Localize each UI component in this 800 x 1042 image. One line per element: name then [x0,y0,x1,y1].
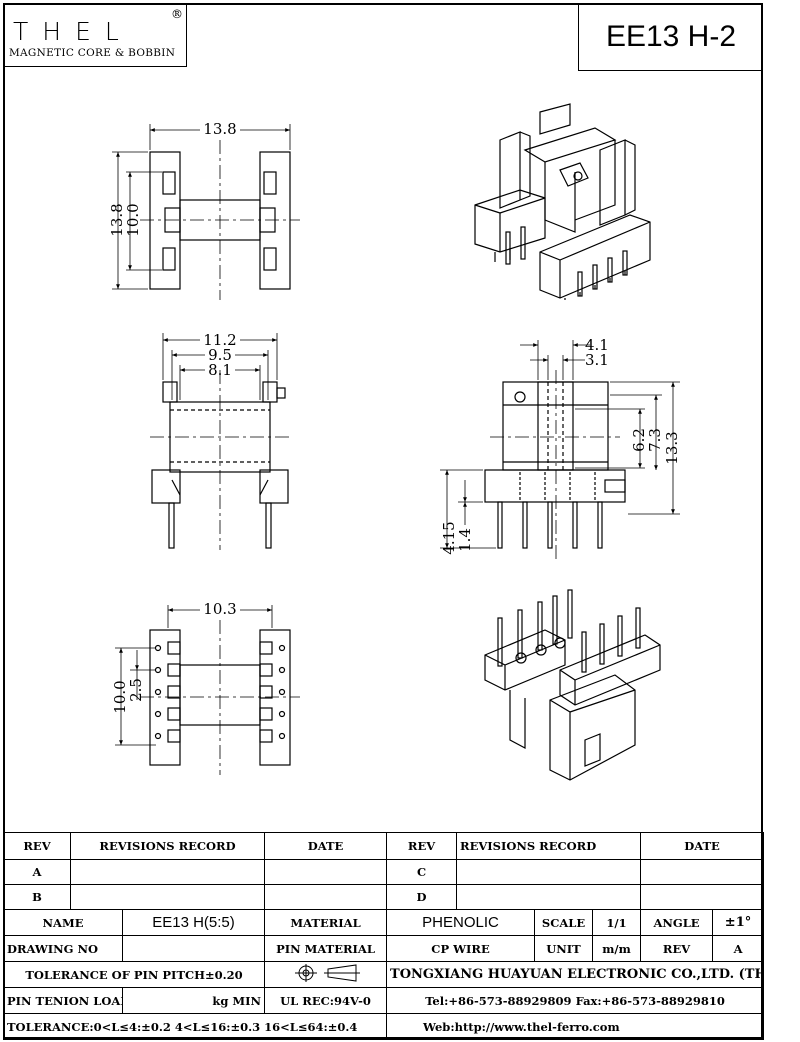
dim-side-h1: 6.2 [630,428,648,452]
rev-b: B [3,884,71,910]
rev-c: C [386,859,458,885]
side-view [440,340,680,560]
date-header-left: DATE [264,832,388,860]
angle-value: ±1° [712,909,765,936]
logo-block: THEL ® MAGNETIC CORE & BOBBIN [3,3,187,67]
dim-bottom-height: 10.0 [111,680,129,713]
dim-bottom-width: 10.3 [203,600,236,618]
registered-mark: ® [171,7,183,21]
projection-icon [294,964,360,982]
pin-tension-unit: kg MIN [121,987,266,1014]
dim-side-h3: 13.3 [663,431,681,464]
pin-tension-label: PIN TENION LOAD [3,987,123,1014]
company-tel: Tel:+86-573-88929809 Fax:+86-573-8892981… [386,987,765,1014]
drawing-no-label: DRAWING NO [3,935,123,962]
date-b [264,884,388,910]
title-block: REV REVISIONS RECORD DATE REV REVISIONS … [2,832,765,1040]
rev-value: A [712,935,765,962]
date-a [264,859,388,885]
dim-side-w2: 3.1 [585,351,609,369]
angle-label: ANGLE [640,909,714,936]
company-web: Web:http://www.thel-ferro.com [386,1013,765,1040]
dim-top-height-outer: 13.8 [108,203,126,236]
pin-material-label: PIN MATERIAL [264,935,388,962]
scale-label: SCALE [534,909,594,936]
rev-d: D [386,884,458,910]
dim-front-w3: 8.1 [208,361,232,379]
record-d [456,884,642,910]
company-logo: THEL [13,17,133,46]
bottom-view [115,605,300,775]
drawing-no-value [121,935,266,962]
dim-side-h2: 7.3 [646,428,664,452]
dim-front-w1: 11.2 [203,331,236,349]
dim-front-w2: 9.5 [208,346,232,364]
ul-rec: UL REC:94V-0 [264,987,388,1014]
dim-top-height-inner: 10.0 [124,203,142,236]
rev-label: REV [640,935,714,962]
pin-material-value: CP WIRE [386,935,536,962]
front-view [150,333,290,550]
rev-header-right: REV [386,832,458,860]
date-c [640,859,765,885]
date-header-right: DATE [640,832,765,860]
dim-pin-pitch: 2.5 [127,678,145,702]
dim-pin-len1: 4.15 [440,521,458,554]
isometric-view-bottom [484,589,661,781]
record-c [456,859,642,885]
part-number-box: EE13 H-2 [578,3,763,71]
unit-value: m/m [592,935,642,962]
records-header-right: REVISIONS RECORD [456,832,642,860]
dim-pin-len2: 1.4 [456,528,474,552]
material-value: PHENOLIC [386,909,536,936]
unit-label: UNIT [534,935,594,962]
logo-subtitle: MAGNETIC CORE & BOBBIN [9,47,176,59]
dim-side-w1: 4.1 [585,336,609,354]
projection-symbol [264,961,388,988]
name-label: NAME [3,909,123,936]
top-view [112,124,300,300]
record-b [69,884,266,910]
technical-drawing: 13.8 13.8 10.0 [108,103,681,781]
tolerance-pitch: TOLERANCE OF PIN PITCH±0.20 [2,961,266,988]
material-label: MATERIAL [264,909,388,936]
date-d [640,884,765,910]
records-header-left: REVISIONS RECORD [69,832,266,860]
rev-header-left: REV [3,832,71,860]
name-value: EE13 H(5:5) [121,909,266,936]
tolerance-general: TOLERANCE:0<L≤4:±0.2 4<L≤16:±0.3 16<L≤64… [2,1013,388,1040]
scale-value: 1/1 [592,909,642,936]
record-a [69,859,266,885]
dim-top-width: 13.8 [203,120,236,138]
rev-a: A [3,859,71,885]
isometric-view-top [474,103,651,300]
part-number: EE13 H-2 [605,19,737,53]
company-name: TONGXIANG HUAYUAN ELECTRONIC CO.,LTD. (T… [386,961,765,988]
